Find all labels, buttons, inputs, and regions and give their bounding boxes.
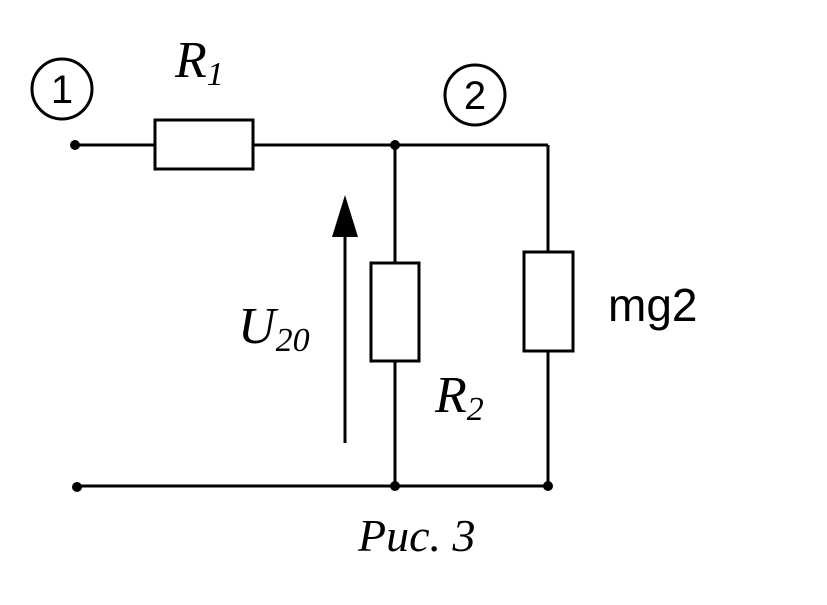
- wires: [75, 143, 550, 488]
- voltage-arrow: [332, 195, 358, 443]
- node-marker-1-circle: [30, 57, 94, 121]
- junction-bottom: [390, 481, 400, 491]
- terminal-bottom-left: [72, 482, 82, 492]
- r1-label: R1: [174, 32, 224, 93]
- voltage-letter: U: [238, 298, 279, 355]
- voltage-subscript: 20: [276, 322, 310, 359]
- node-marker-2: 2: [443, 63, 507, 127]
- r2-letter: R: [434, 367, 467, 424]
- figure-caption: Рис. 3: [357, 510, 476, 561]
- node-marker-2-circle: [443, 63, 507, 127]
- load-label: mg2: [608, 279, 697, 331]
- junction-bottom-right: [543, 481, 553, 491]
- resistor-load: [522, 250, 575, 353]
- resistor-r2: [369, 261, 421, 363]
- r1-letter: R: [174, 32, 207, 89]
- node-marker-2-label: 2: [464, 74, 486, 118]
- r2-label: R2: [434, 367, 484, 428]
- voltage-arrow-head: [332, 195, 358, 237]
- junction-top: [390, 140, 400, 150]
- r1-subscript: 1: [207, 56, 224, 93]
- voltage-label: U20: [238, 298, 310, 359]
- terminal-top-left: [70, 140, 80, 150]
- node-marker-1-label: 1: [51, 68, 73, 112]
- resistor-r1: [153, 118, 255, 171]
- r2-subscript: 2: [467, 391, 484, 428]
- node-marker-1: 1: [30, 57, 94, 121]
